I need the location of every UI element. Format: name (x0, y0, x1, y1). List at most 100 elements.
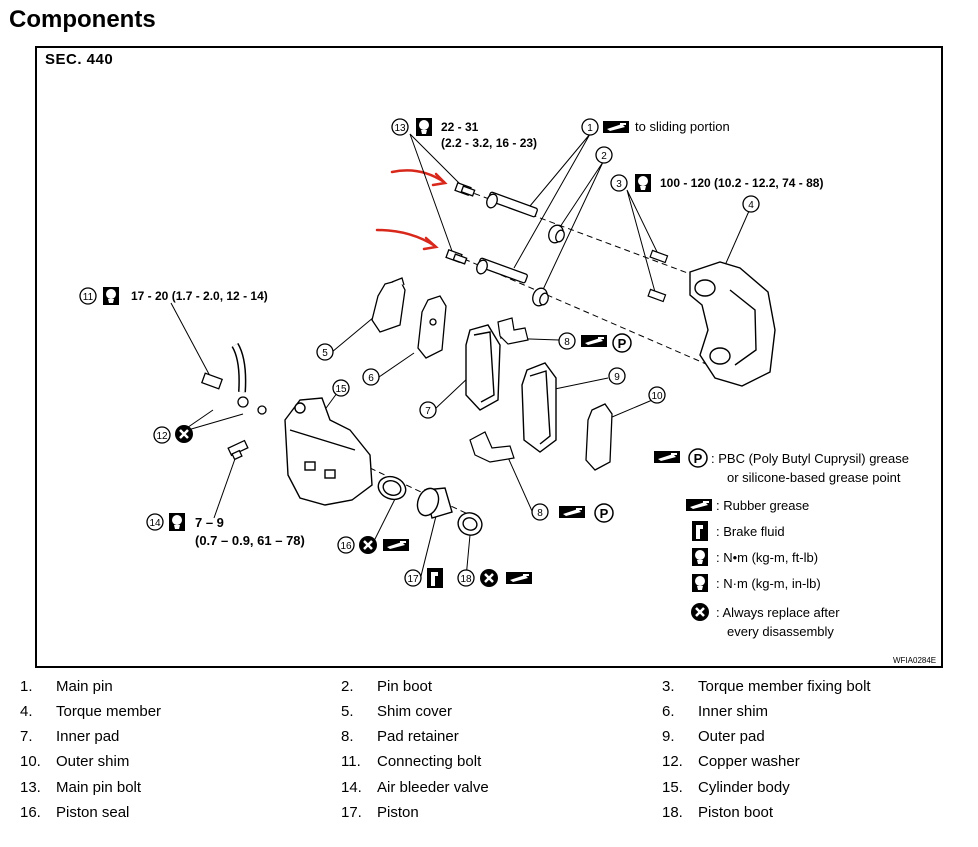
rubber-grease-icon (603, 121, 629, 133)
figure-code: WFIA0284E (893, 656, 937, 665)
pbc-grease-badge-icon (612, 333, 632, 353)
callout-17: 17 (404, 568, 443, 588)
connecting-bolt (200, 342, 267, 415)
svg-text:: Rubber grease: : Rubber grease (716, 498, 809, 513)
legend-item-pbc-grease: : PBC (Poly Butyl Cuprysil) grease or si… (654, 448, 909, 485)
callout-8-lower: 8 (531, 503, 614, 523)
svg-text:: N•m (kg-m, ft-lb): : N•m (kg-m, ft-lb) (716, 550, 818, 565)
callout-11: 11 17 - 20 (1.7 - 2.0, 12 - 14) (79, 287, 268, 305)
rubber-grease-icon (383, 539, 409, 551)
outer-pad (521, 362, 557, 453)
svg-text:22 - 31: 22 - 31 (441, 120, 479, 134)
legend: : PBC (Poly Butyl Cuprysil) grease or si… (654, 448, 909, 639)
rubber-grease-icon (581, 335, 607, 347)
svg-text:7: 7 (425, 406, 431, 417)
svg-text:or silicone-based grease point: or silicone-based grease point (727, 470, 901, 485)
svg-text:13: 13 (394, 123, 406, 134)
pbc-grease-icon (654, 451, 680, 463)
svg-text:: Always replace after: : Always replace after (716, 605, 840, 620)
leader-lines (170, 133, 750, 579)
legend-item-torque-ft-lb: : N•m (kg-m, ft-lb) (692, 548, 818, 566)
legend-item-rubber-grease: : Rubber grease (686, 498, 809, 513)
torque-wrench-in-icon (692, 574, 708, 592)
svg-text:4: 4 (748, 200, 754, 211)
svg-text:10: 10 (651, 391, 663, 402)
piston (416, 487, 453, 519)
part-item: 15.Cylinder body (662, 779, 790, 796)
pad-retainer-upper (497, 317, 529, 345)
pbc-badge-icon (688, 448, 708, 468)
page-title: Components (9, 6, 156, 33)
svg-text:: PBC (Poly Butyl Cuprysil) gr: : PBC (Poly Butyl Cuprysil) grease (711, 451, 909, 466)
svg-text:(0.7 – 0.9, 61 – 78): (0.7 – 0.9, 61 – 78) (195, 533, 305, 548)
svg-text:6: 6 (368, 373, 374, 384)
callout-9: 9 (608, 367, 626, 385)
callout-1: 1 to sliding portion (581, 118, 730, 136)
callout-18: 18 (457, 567, 532, 589)
part-item: 1.Main pin (20, 678, 113, 695)
cylinder-body (284, 397, 373, 506)
part-item: 12.Copper washer (662, 753, 800, 770)
air-bleeder-valve (227, 439, 249, 461)
torque-wrench-icon (416, 118, 432, 136)
main-pin-bolt-upper (454, 182, 476, 197)
brake-fluid-icon (692, 521, 708, 541)
pad-retainer-lower (469, 431, 515, 463)
piston-boot (457, 512, 483, 536)
callout-7: 7 (419, 401, 437, 419)
inner-pad (465, 324, 501, 411)
svg-text:100 - 120 (10.2 - 12.2, 74 - 8: 100 - 120 (10.2 - 12.2, 74 - 88) (660, 176, 823, 190)
torque-wrench-icon (103, 287, 119, 305)
callout-6: 6 (362, 368, 380, 386)
torque-member (689, 261, 776, 387)
svg-text:14: 14 (149, 518, 161, 529)
part-item: 9.Outer pad (662, 728, 765, 745)
replace-icon (173, 423, 195, 445)
legend-item-brake-fluid: : Brake fluid (692, 521, 785, 541)
svg-text:11: 11 (83, 292, 94, 303)
svg-text:1: 1 (587, 123, 593, 134)
part-item: 3.Torque member fixing bolt (662, 678, 871, 695)
svg-text:: N·m (kg-m, in-lb): : N·m (kg-m, in-lb) (716, 576, 821, 591)
callout-8-upper: 8 (558, 332, 632, 353)
svg-text:8: 8 (537, 508, 543, 519)
svg-text:15: 15 (335, 384, 347, 395)
brake-fluid-icon (427, 568, 443, 588)
part-item: 14.Air bleeder valve (341, 779, 489, 796)
annotation-arrow-upper (390, 169, 448, 187)
svg-text:: Brake fluid: : Brake fluid (716, 524, 785, 539)
callout-5: 5 (316, 343, 334, 361)
pin-boot-upper (548, 224, 565, 244)
svg-text:5: 5 (322, 348, 328, 359)
part-item: 10.Outer shim (20, 753, 130, 770)
diagram-frame (35, 46, 943, 668)
torque-member-fixing-bolts (647, 249, 669, 303)
pin-boot-lower (532, 287, 549, 307)
legend-item-replace: : Always replace after every disassembly (689, 601, 840, 639)
torque-wrench-icon (635, 174, 651, 192)
callout-4: 4 (742, 195, 760, 213)
pbc-grease-badge-icon (594, 503, 614, 523)
part-item: 5.Shim cover (341, 703, 453, 720)
main-pin-lower (476, 257, 528, 284)
main-pin-bolt-lower (445, 249, 468, 265)
torque-wrench-icon (169, 513, 185, 531)
legend-item-torque-in-lb: : N·m (kg-m, in-lb) (692, 574, 821, 592)
inner-shim (417, 295, 447, 359)
outer-shim (585, 403, 613, 471)
svg-text:3: 3 (616, 179, 622, 190)
replace-icon (478, 567, 500, 589)
part-item: 6.Inner shim (662, 703, 769, 720)
svg-text:16: 16 (340, 541, 352, 552)
svg-text:7 – 9: 7 – 9 (195, 515, 224, 530)
svg-text:8: 8 (564, 337, 570, 348)
part-item: 18.Piston boot (662, 804, 774, 821)
svg-text:to sliding portion: to sliding portion (635, 119, 730, 134)
rubber-grease-icon (506, 572, 532, 584)
rubber-grease-icon (686, 499, 712, 511)
annotation-arrow-lower (375, 228, 439, 251)
replace-icon (357, 534, 379, 556)
part-item: 2.Pin boot (341, 678, 433, 695)
part-item: 7.Inner pad (20, 728, 120, 745)
